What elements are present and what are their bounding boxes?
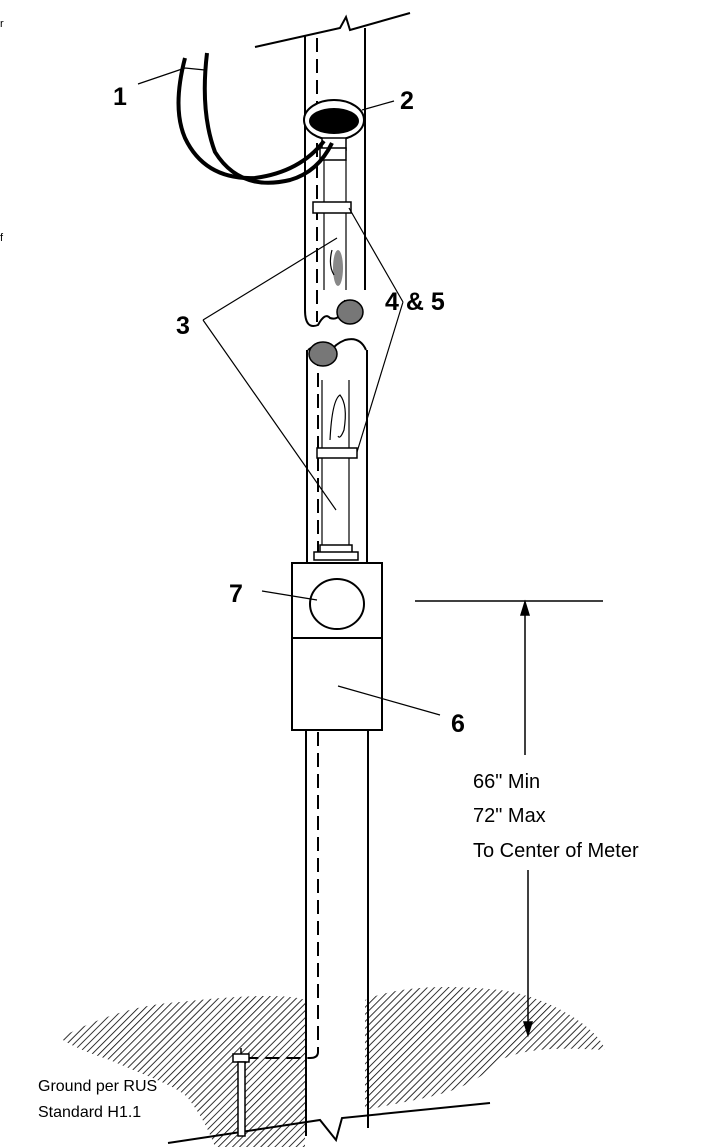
pole-lower-segment [167,338,491,1144]
ground-hatch [60,996,305,1147]
service-conduit-upper [312,160,352,290]
pole-bolt-upper [336,299,364,325]
callout-2: 2 [400,87,414,115]
height-note-min: 66" Min [473,771,540,793]
leader-1 [137,67,206,85]
service-drop-cables [176,52,334,185]
ground-hatch-right [365,987,605,1110]
callout-4-and-5: 4 & 5 [385,288,445,316]
meter-socket [309,578,365,630]
callout-leaders [137,67,441,716]
weatherhead [303,99,365,161]
height-note-max: 72" Max [473,805,546,827]
edge-fragment-top: r [0,18,4,30]
height-dimension [415,599,603,1038]
callout-7: 7 [229,580,243,608]
pole-bolt-lower [308,341,338,367]
ground-note-line2: Standard H1.1 [38,1104,141,1121]
pole-break-bottom [167,1102,491,1144]
ground-note-line1: Ground per RUS [38,1078,157,1095]
leader-2 [361,100,395,111]
pole-break-top [254,12,411,48]
ground-wire [248,38,319,1059]
callout-6: 6 [451,710,465,738]
leader-7 [261,590,318,601]
leader-45 [348,207,404,453]
leader-6 [337,685,441,716]
ground-rod [232,1048,250,1137]
callout-3: 3 [176,312,190,340]
pole-upper-segment [254,12,411,327]
callout-1: 1 [113,83,127,111]
leader-3 [202,237,338,511]
height-note-center: To Center of Meter [473,840,639,862]
edge-fragment-mid: f [0,232,4,244]
service-conduit-lower [313,380,359,561]
meter-base [291,562,383,731]
